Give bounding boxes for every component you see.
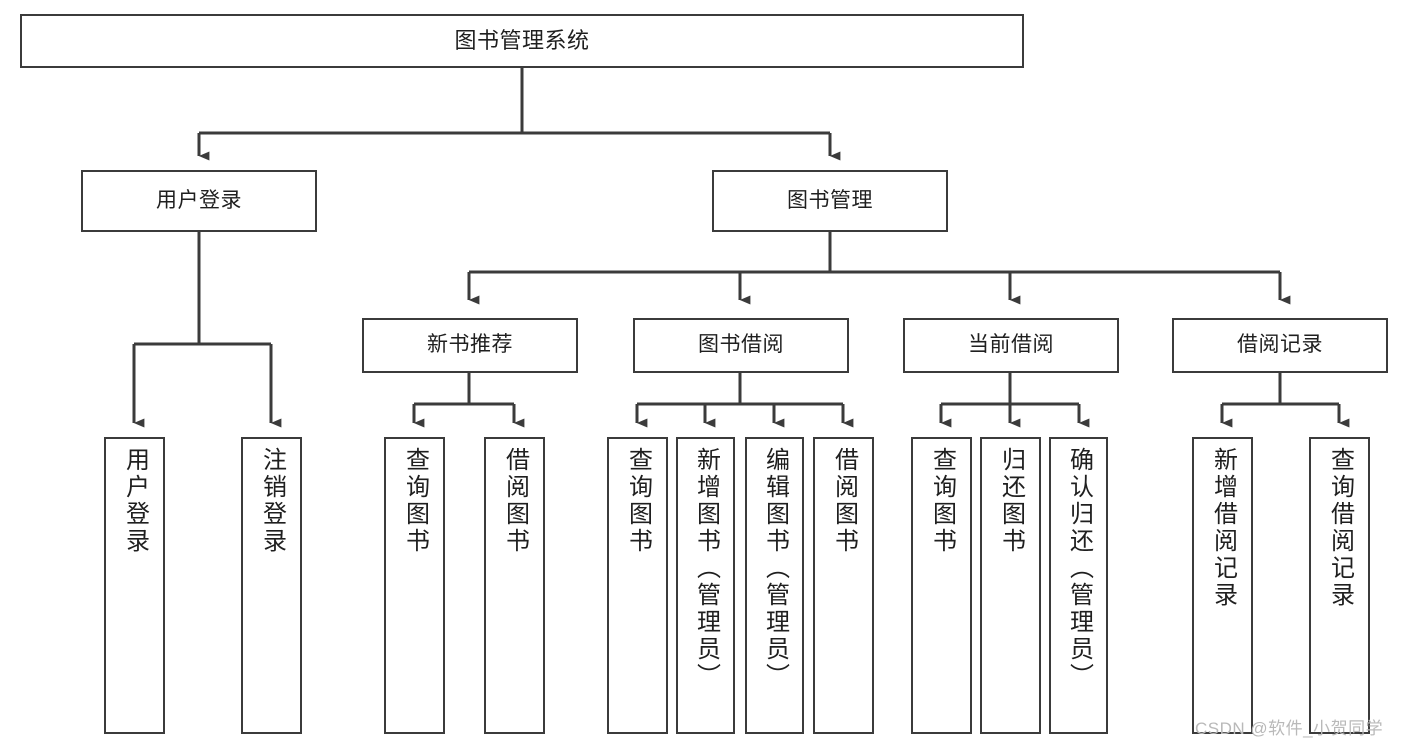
node-label: 编辑图书（管理员）	[761, 447, 789, 690]
node-book-management[interactable]: 图书管理	[712, 170, 948, 232]
node-user-login[interactable]: 用户登录	[81, 170, 317, 232]
watermark-text: CSDN @软件_小贺同学	[1195, 719, 1384, 738]
leaf-book-borrow-query-book[interactable]: 查询图书	[607, 437, 668, 734]
node-label: 确认归还（管理员）	[1065, 447, 1093, 690]
node-current-borrow[interactable]: 当前借阅	[903, 318, 1119, 373]
node-label: 用户登录	[121, 447, 149, 555]
leaf-new-book-query-book[interactable]: 查询图书	[384, 437, 445, 734]
node-label: 借阅图书	[501, 447, 529, 555]
node-label: 新增借阅记录	[1209, 447, 1237, 609]
node-label: 用户登录	[156, 188, 242, 212]
node-label: 图书管理	[787, 188, 873, 212]
node-label: 查询借阅记录	[1326, 447, 1354, 609]
node-label: 借阅记录	[1237, 333, 1323, 357]
leaf-current-borrow-return-book[interactable]: 归还图书	[980, 437, 1041, 734]
leaf-new-book-borrow-book[interactable]: 借阅图书	[484, 437, 545, 734]
node-label: 查询图书	[401, 447, 429, 555]
leaf-user-login-login[interactable]: 用户登录	[104, 437, 165, 734]
leaf-book-borrow-add-book[interactable]: 新增图书（管理员）	[676, 437, 735, 734]
leaf-user-login-logout[interactable]: 注销登录	[241, 437, 302, 734]
node-label: 新增图书（管理员）	[692, 447, 720, 690]
node-label: 查询图书	[928, 447, 956, 555]
node-label: 图书管理系统	[454, 28, 590, 54]
node-new-book-recommend[interactable]: 新书推荐	[362, 318, 578, 373]
node-label: 当前借阅	[968, 333, 1054, 357]
node-borrow-record[interactable]: 借阅记录	[1172, 318, 1388, 373]
leaf-borrow-record-query-record[interactable]: 查询借阅记录	[1309, 437, 1370, 734]
leaf-book-borrow-edit-book[interactable]: 编辑图书（管理员）	[745, 437, 804, 734]
leaf-current-borrow-query-book[interactable]: 查询图书	[911, 437, 972, 734]
node-label: 借阅图书	[830, 447, 858, 555]
leaf-borrow-record-add-record[interactable]: 新增借阅记录	[1192, 437, 1253, 734]
node-label: 归还图书	[997, 447, 1025, 555]
node-label: 图书借阅	[698, 333, 784, 357]
node-label: 查询图书	[624, 447, 652, 555]
node-root-book-management-system[interactable]: 图书管理系统	[20, 14, 1024, 68]
csdn-watermark: CSDN @软件_小贺同学	[1195, 714, 1383, 739]
node-label: 新书推荐	[427, 333, 513, 357]
leaf-current-borrow-confirm-return[interactable]: 确认归还（管理员）	[1049, 437, 1108, 734]
node-label: 注销登录	[258, 447, 286, 555]
node-book-borrow[interactable]: 图书借阅	[633, 318, 849, 373]
leaf-book-borrow-borrow-book[interactable]: 借阅图书	[813, 437, 874, 734]
